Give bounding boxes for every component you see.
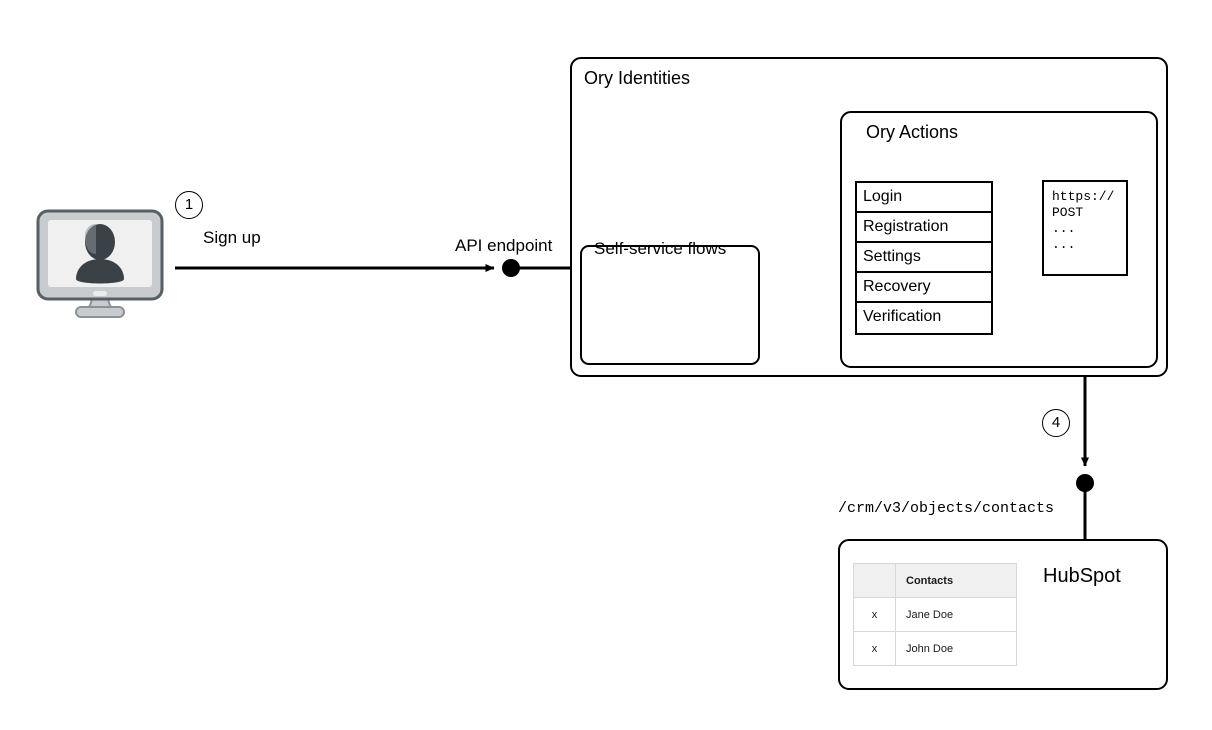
monitor-base	[75, 306, 125, 318]
table-header-row: Contacts	[853, 563, 1017, 598]
sign-up-label: Sign up	[203, 228, 261, 247]
self-service-flows-box	[580, 245, 760, 365]
contacts-table: Contacts x Jane Doe x John Doe	[853, 563, 1017, 666]
webhook-code-line-4: ...	[1052, 237, 1076, 252]
flow-item-verification[interactable]: Verification	[857, 303, 991, 333]
row-mark: x	[853, 597, 896, 632]
hubspot-endpoint-dot	[1076, 474, 1094, 492]
flow-item-login[interactable]: Login	[857, 183, 991, 213]
hubspot-title: HubSpot	[1043, 565, 1121, 587]
webhook-code-line-2: POST	[1052, 205, 1084, 220]
webhook-code-box: https:// POST ... ...	[1042, 180, 1128, 276]
api-endpoint-dot	[502, 259, 520, 277]
api-endpoint-label: API endpoint	[455, 236, 553, 255]
flow-item-settings[interactable]: Settings	[857, 243, 991, 273]
row-mark: x	[853, 631, 896, 666]
ory-actions-flow-list: Login Registration Settings Recovery Ver…	[855, 181, 993, 335]
step-badge-4: 4	[1042, 409, 1070, 437]
ory-identities-title: Ory Identities	[584, 68, 691, 88]
row-contact-name: Jane Doe	[895, 597, 1017, 632]
webhook-code-line-1: https://	[1052, 189, 1115, 204]
step-badge-1: 1	[175, 191, 203, 219]
column-header-contacts: Contacts	[895, 563, 1017, 598]
column-header-mark	[853, 563, 896, 598]
crm-path-label: /crm/v3/objects/contacts	[838, 500, 1055, 517]
user-silhouette-icon	[76, 224, 124, 284]
row-contact-name: John Doe	[895, 631, 1017, 666]
table-row[interactable]: x John Doe	[853, 631, 1017, 666]
monitor-power-led	[93, 291, 107, 296]
flow-item-registration[interactable]: Registration	[857, 213, 991, 243]
self-service-flows-title: Self-service flows	[594, 239, 727, 258]
webhook-code-line-3: ...	[1052, 221, 1076, 236]
user-monitor-icon	[36, 209, 164, 318]
flow-item-recovery[interactable]: Recovery	[857, 273, 991, 303]
ory-actions-title: Ory Actions	[866, 122, 959, 142]
table-row[interactable]: x Jane Doe	[853, 597, 1017, 632]
